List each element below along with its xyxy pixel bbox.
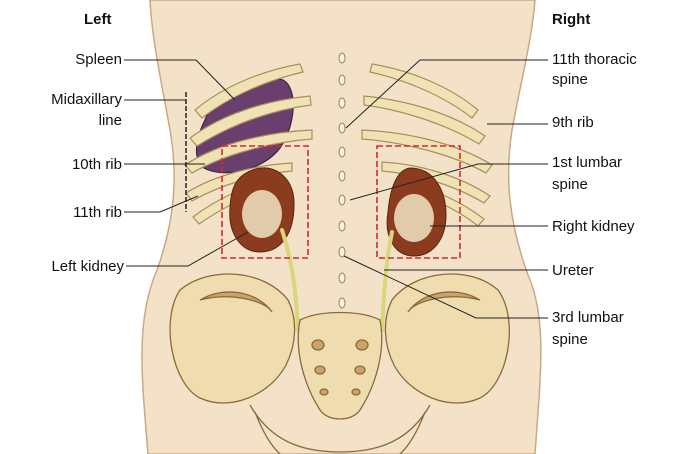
midaxillary-line-label-2: line: [99, 111, 122, 130]
first-lumbar-spine-label-1: 1st lumbar: [552, 153, 622, 172]
right-kidney-label: Right kidney: [552, 217, 635, 236]
left-kidney-label: Left kidney: [51, 257, 124, 276]
thoracic-spine-label-2: spine: [552, 70, 588, 89]
midaxillary-line-label-1: Midaxillary: [51, 90, 122, 109]
eleventh-rib-label: 11th rib: [73, 203, 122, 222]
spleen-label: Spleen: [75, 50, 122, 69]
right-side-heading: Right: [552, 10, 590, 29]
third-lumbar-spine-label-2: spine: [552, 330, 588, 349]
first-lumbar-spine-label-2: spine: [552, 175, 588, 194]
thoracic-spine-label-1: 11th thoracic: [552, 50, 637, 69]
ninth-rib-label: 9th rib: [552, 113, 594, 132]
left-side-heading: Left: [84, 10, 112, 29]
tenth-rib-label: 10th rib: [72, 155, 122, 174]
ureter-label: Ureter: [552, 261, 594, 280]
third-lumbar-spine-label-1: 3rd lumbar: [552, 308, 624, 327]
